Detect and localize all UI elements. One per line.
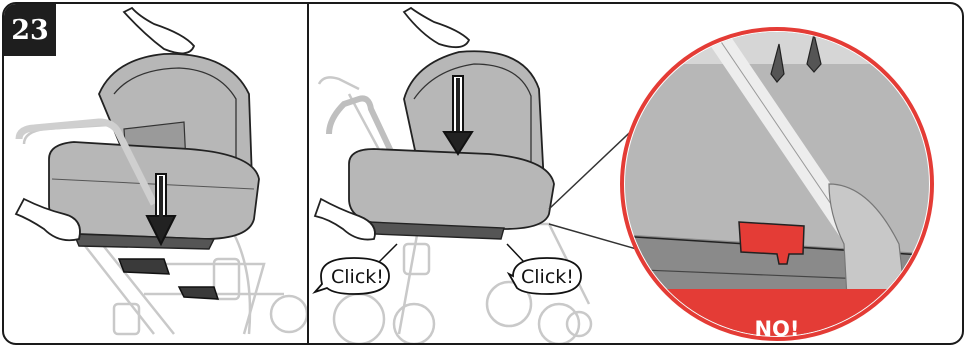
hand-top-right — [404, 8, 469, 47]
right-adapter — [179, 287, 218, 299]
click-label-right: Click! — [521, 266, 574, 288]
warning-label: NO! — [754, 317, 799, 341]
zoom-magnifier-circle: NO! — [619, 24, 939, 345]
panel-left-illustration — [4, 4, 307, 343]
carrycot-lowering-illustration — [4, 4, 307, 345]
click-bubble-left: Click! — [315, 244, 397, 294]
hand-top — [124, 8, 194, 53]
click-label-left: Click! — [331, 266, 384, 288]
carrycot-click-illustration: Click! Click! — [309, 4, 964, 345]
panel-right-illustration: Click! Click! — [309, 4, 964, 343]
carrycot-body-right — [349, 149, 554, 229]
left-adapter — [119, 259, 169, 274]
instruction-frame: 23 — [2, 2, 964, 345]
click-bubble-right: Click! — [507, 244, 581, 294]
